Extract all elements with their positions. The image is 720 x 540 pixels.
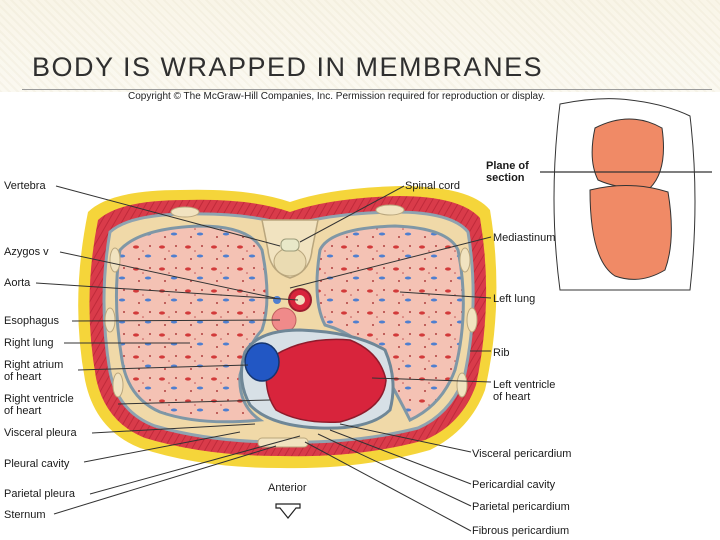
label-fibrous-pericardium: Fibrous pericardium [472,525,570,537]
title-divider [22,89,712,90]
title-band [0,0,720,92]
right-atrium [244,342,280,382]
label-esophagus: Esophagus [4,315,60,327]
label-left-lung: Left lung [493,293,536,305]
spinal-cord [280,238,300,252]
sternum [257,437,309,448]
label-vertebra: Vertebra [4,180,46,192]
thoracic-organs-inset [591,118,664,189]
label-visceral-pleura: Visceral pleura [4,427,77,439]
label-sternum: Sternum [4,509,46,521]
label-pericardial-cavity: Pericardial cavity [472,479,556,491]
label-rib: Rib [493,347,510,359]
label-right-lung: Right lung [4,337,54,349]
abdominal-organs-inset [589,184,672,280]
label-anterior: Anterior [268,482,307,494]
label-right-atrium: Right atrium [4,359,64,371]
label-right-atrium-line2: of heart [4,371,42,383]
label-spinal-cord: Spinal cord [405,180,461,192]
label-visceral-pericardium: Visceral pericardium [472,448,572,460]
label-azygos-vein: Azygos v [4,246,49,258]
label-pleural-cavity: Pleural cavity [4,458,70,470]
ribs [104,204,478,398]
heart-ventricles [265,338,387,423]
label-left-ventricle: Left ventricle [493,379,556,391]
label-right-ventricle: Right ventricle [4,393,74,405]
left-lung [315,224,465,422]
azygos-vein [273,296,281,304]
label-right-ventricle-line2: of heart [4,405,42,417]
label-left-ventricle-line2: of heart [493,391,531,403]
label-plane-of-section: Plane of [486,160,529,172]
label-aorta: Aorta [4,277,31,289]
label-mediastinum: Mediastinum [493,232,556,244]
vertebral-body [273,247,307,277]
label-parietal-pericardium: Parietal pericardium [472,501,570,513]
slide-title: BODY IS WRAPPED IN MEMBRANES [32,52,544,82]
copyright-notice: Copyright © The McGraw-Hill Companies, I… [128,91,546,102]
label-parietal-pleura: Parietal pleura [4,488,75,500]
anterior-arrow-icon [275,503,301,519]
leader-lines [35,185,492,532]
label-plane-of-section-line2: section [486,172,525,184]
